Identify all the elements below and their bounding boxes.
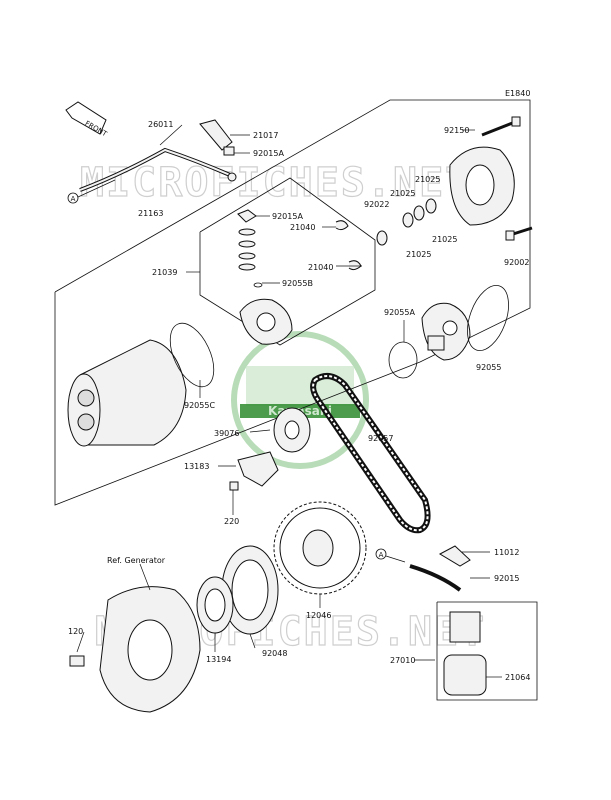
label-13194: 13194 (206, 655, 231, 664)
label-39076: 39076 (214, 429, 239, 438)
large-sprocket (273, 501, 367, 595)
label-21039: 21039 (152, 268, 177, 277)
brush-plate (239, 298, 293, 345)
label-92015a-mid: 92015A (272, 212, 303, 221)
label-92055c: 92055C (184, 401, 215, 410)
motor-housing (67, 339, 187, 447)
o-ring-92055c (169, 322, 215, 388)
label-92055a: 92055A (384, 308, 415, 317)
label-92022: 92022 (364, 200, 389, 209)
terminal-boot (199, 119, 235, 156)
label-ref-generator: Ref. Generator (107, 556, 166, 565)
kawasaki-logo-watermark: Kawasaki (231, 331, 369, 469)
starter-chain (310, 373, 431, 534)
bolts (481, 116, 533, 241)
label-26011: 26011 (148, 120, 173, 129)
label-92057: 92057 (368, 434, 393, 443)
brush-parts (335, 220, 362, 271)
front-arrow-icon: FRONT (65, 101, 109, 139)
label-92150: 92150 (444, 126, 469, 135)
label-92015a-top: 92015A (253, 149, 284, 158)
label-92048: 92048 (262, 649, 287, 658)
label-21017: 21017 (253, 131, 278, 140)
front-flange (421, 302, 471, 361)
label-11012: 11012 (494, 548, 519, 557)
label-120: 120 (68, 627, 83, 636)
nut-stack (237, 209, 257, 271)
ref-callout-a-top: A (67, 179, 116, 204)
label-21025-c: 21025 (432, 235, 457, 244)
label-12046: 12046 (306, 611, 331, 620)
end-cover (449, 146, 515, 226)
label-21025-b: 21025 (390, 189, 415, 198)
label-21025-d: 21025 (406, 250, 431, 259)
diagram-code: E1840 (505, 89, 530, 98)
group-frames (54, 99, 538, 701)
label-13183: 13183 (184, 462, 209, 471)
starter-clutch (196, 545, 279, 635)
starter-sprocket (273, 407, 311, 453)
leader-lines (76, 124, 502, 678)
label-21040-b: 21040 (308, 263, 333, 272)
generator-rotor (69, 586, 201, 713)
part-labels: 26011 21017 92015A 21163 92015A 21040 21… (68, 120, 530, 682)
ref-callout-a-bottom: A (375, 548, 406, 563)
label-21040-a: 21040 (290, 223, 315, 232)
o-ring-92055a (388, 341, 418, 379)
label-21025-a: 21025 (415, 175, 440, 184)
label-92055b: 92055B (282, 279, 313, 288)
label-21163: 21163 (138, 209, 163, 218)
label-21064: 21064 (505, 673, 530, 682)
svg-text:A: A (379, 551, 384, 559)
label-92055: 92055 (476, 363, 501, 372)
svg-text:A: A (71, 195, 76, 203)
bracket (229, 451, 279, 491)
o-ring-92055 (467, 285, 509, 351)
o-ring-small (253, 282, 263, 288)
label-27010: 27010 (390, 656, 415, 665)
battery-cable (79, 147, 237, 192)
label-92002: 92002 (504, 258, 529, 267)
label-92015: 92015 (494, 574, 519, 583)
starter-relay (409, 545, 487, 696)
label-220: 220 (224, 517, 239, 526)
watermark-top: MICROFICHES.NET (80, 160, 471, 206)
washers (376, 198, 437, 246)
